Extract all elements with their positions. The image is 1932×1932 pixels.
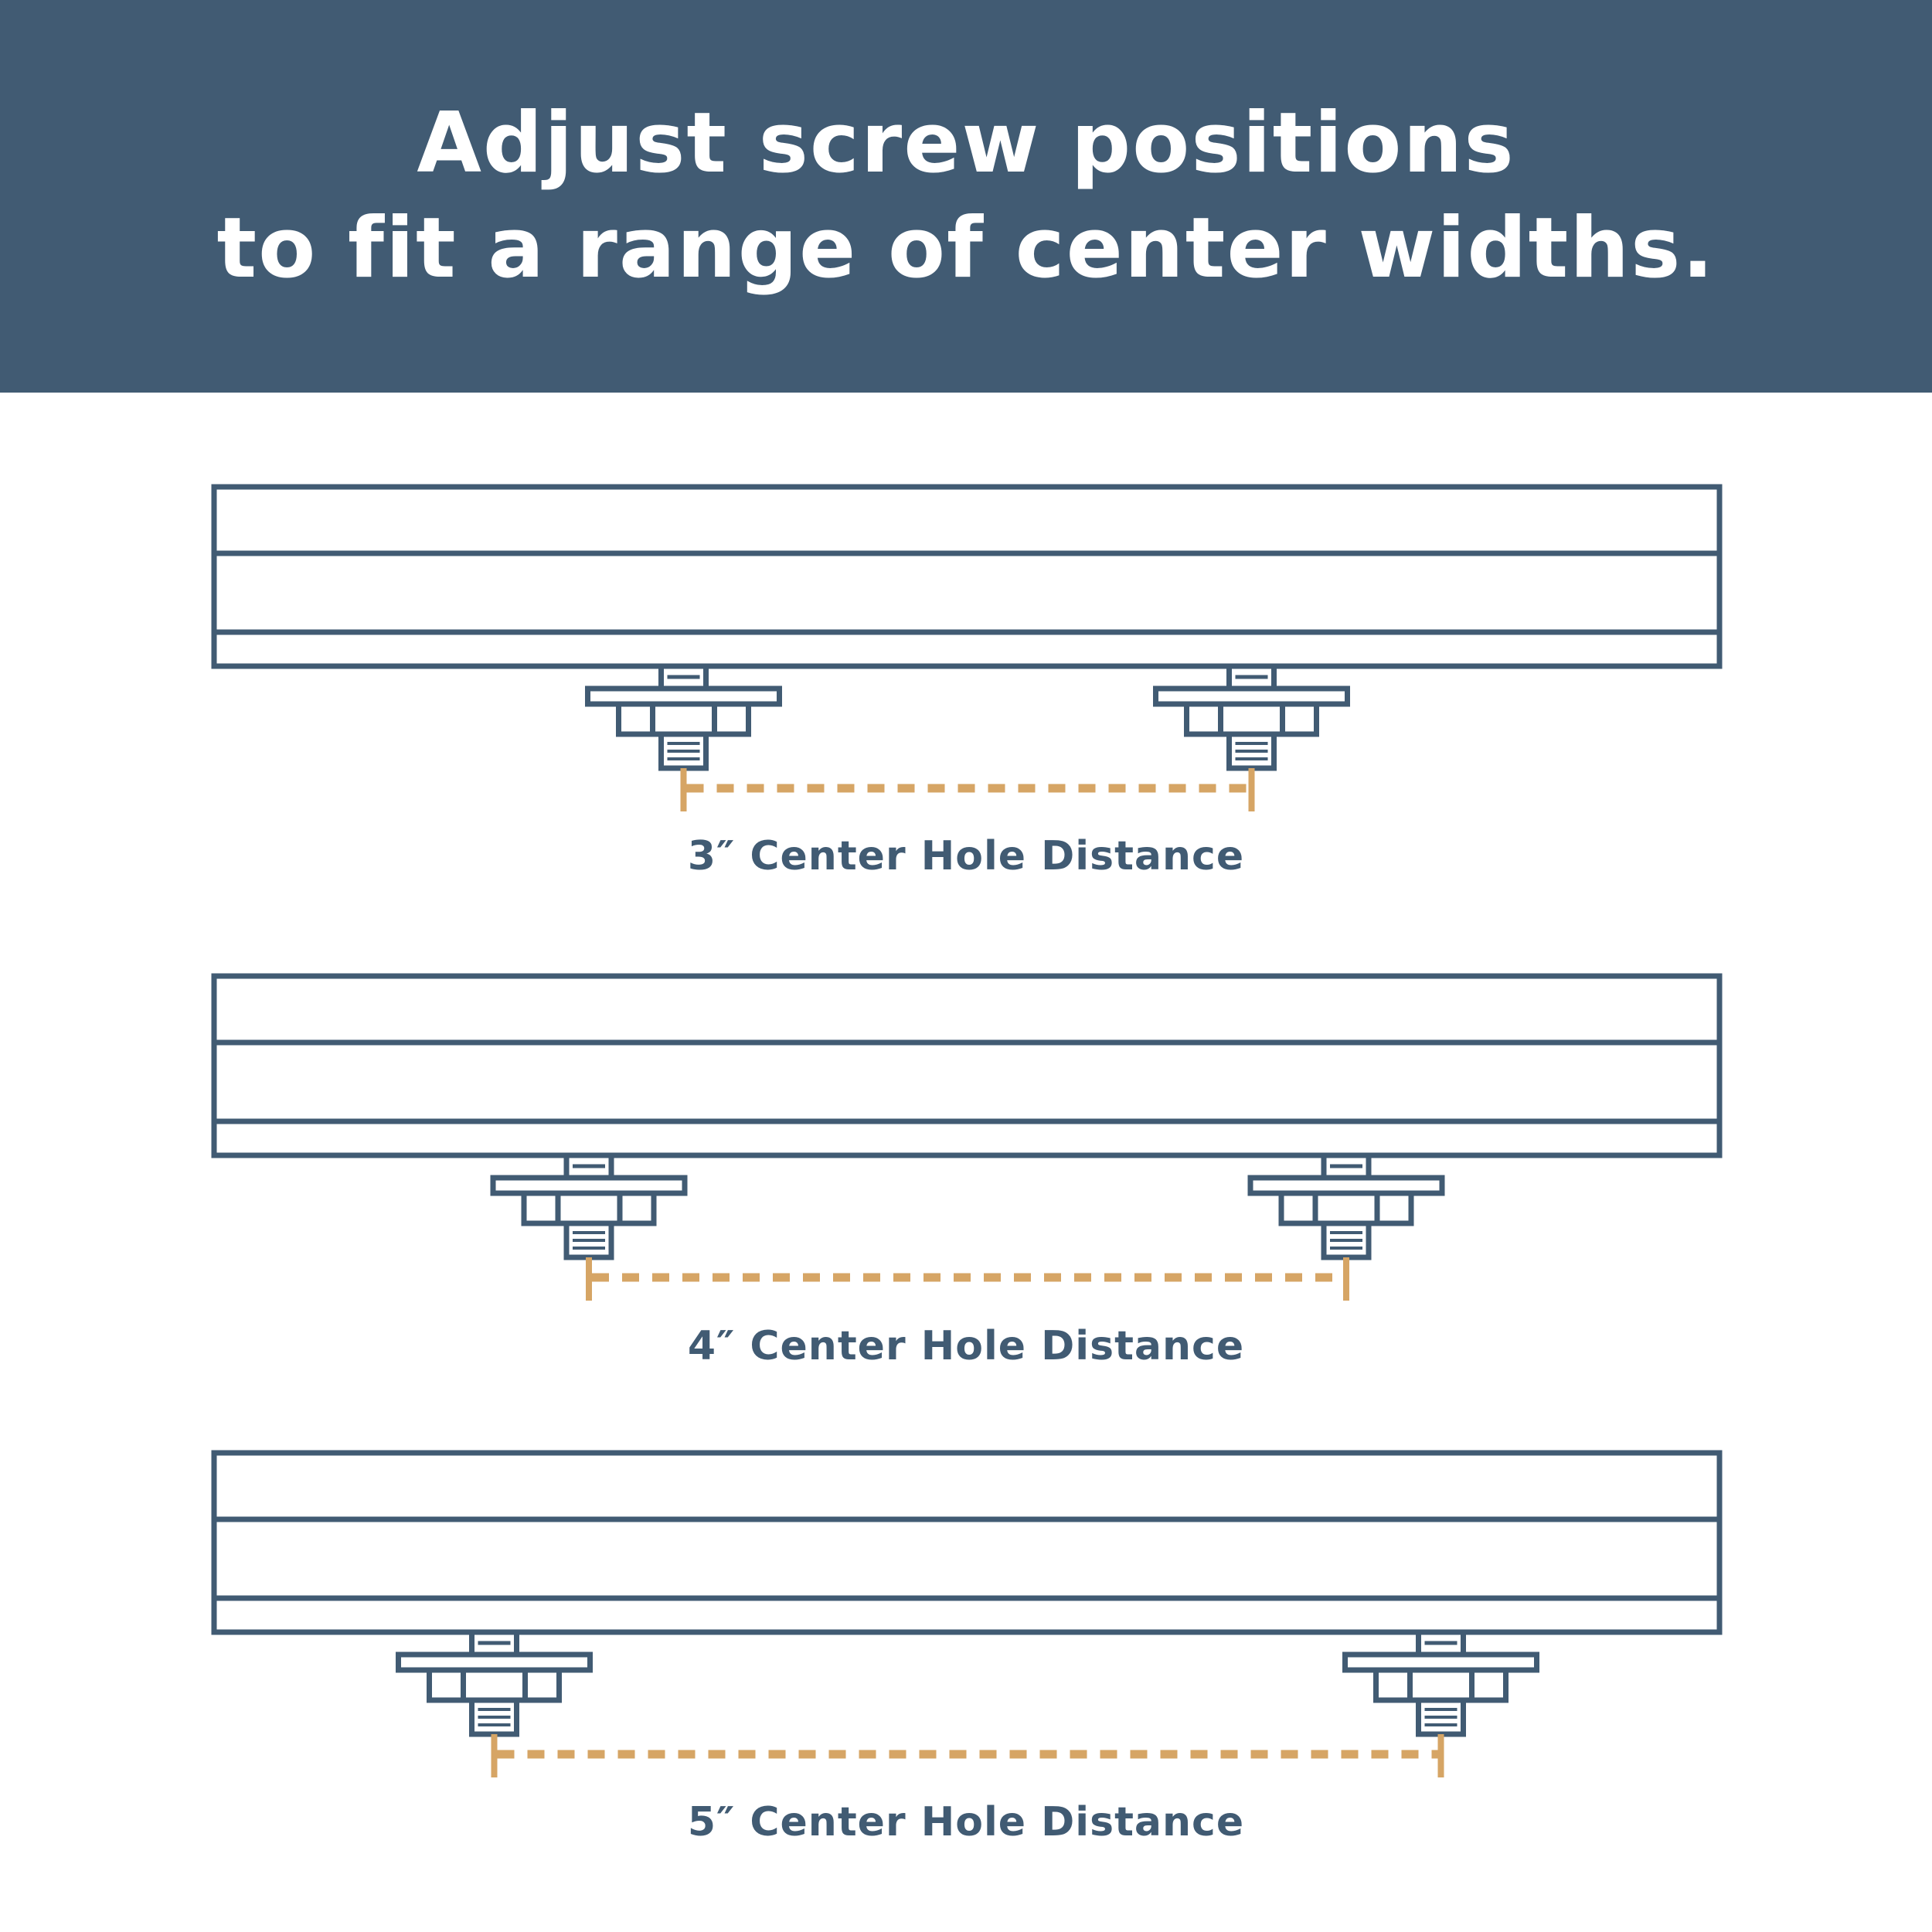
rail-outline xyxy=(211,973,1723,1158)
bracket-body xyxy=(616,701,751,737)
screw-bracket-icon xyxy=(1342,1629,1539,1737)
title-line-1: Adjust screw positions xyxy=(417,95,1515,192)
screw-bracket-icon xyxy=(490,1152,688,1260)
rail xyxy=(211,973,1723,1158)
screw-bracket-icon xyxy=(585,663,782,771)
header-band: Adjust screw positions to fit a range of… xyxy=(0,0,1932,393)
panel-4in xyxy=(211,973,1723,1301)
bracket-body xyxy=(1184,701,1319,737)
screw-bracket-icon xyxy=(1247,1152,1445,1260)
title-line-2: to fit a range of center widths. xyxy=(216,200,1716,297)
bracket-body xyxy=(1278,1190,1414,1226)
rail xyxy=(211,484,1723,669)
bracket-body xyxy=(521,1190,657,1226)
panel-5in xyxy=(211,1450,1723,1777)
caption-5in: 5″ Center Hole Distance xyxy=(687,1799,1245,1845)
screw-bracket-icon xyxy=(396,1629,593,1737)
screw-bracket-icon xyxy=(1153,663,1350,771)
rail xyxy=(211,1450,1723,1635)
caption-4in: 4″ Center Hole Distance xyxy=(687,1323,1245,1369)
panel-3in xyxy=(211,484,1723,811)
caption-3in: 3″ Center Hole Distance xyxy=(687,833,1245,879)
bracket-body xyxy=(1373,1667,1509,1703)
rail-outline xyxy=(211,484,1723,669)
rail-outline xyxy=(211,1450,1723,1635)
bracket-body xyxy=(427,1667,562,1703)
